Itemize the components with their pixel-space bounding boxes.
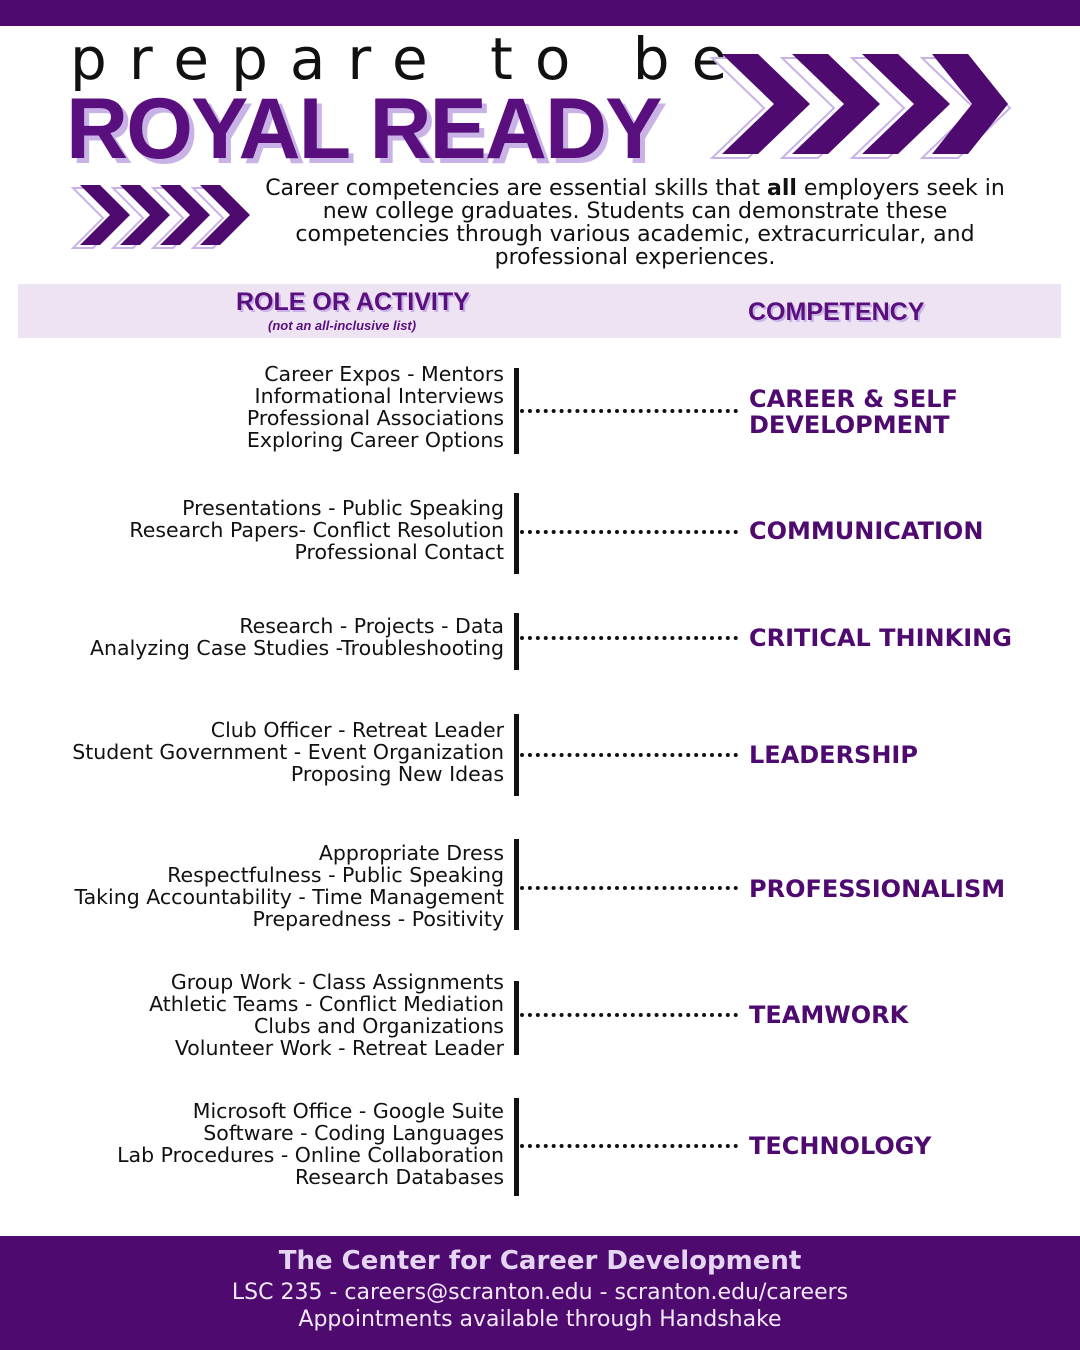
activity-line: Professional Associations bbox=[246, 406, 504, 430]
activity-line: Taking Accountability - Time Management bbox=[74, 885, 504, 909]
chevron-right-icon bbox=[70, 185, 130, 249]
dotted-connector bbox=[520, 886, 738, 890]
activity-list: Microsoft Office - Google Suite Software… bbox=[117, 1100, 504, 1188]
chevron-right-icon bbox=[150, 185, 210, 249]
dotted-connector bbox=[520, 636, 738, 640]
role-column-note: (not an all-inclusive list) bbox=[268, 318, 417, 333]
activity-line: Research Papers- Conflict Resolution bbox=[129, 518, 504, 542]
divider-bar bbox=[514, 1098, 519, 1196]
chevron-right-icon bbox=[849, 54, 950, 159]
divider-bar bbox=[514, 981, 519, 1055]
activity-list: Club Officer - Retreat Leader Student Go… bbox=[72, 719, 504, 785]
competency-line: CAREER & SELF bbox=[749, 385, 958, 413]
activity-line: Club Officer - Retreat Leader bbox=[210, 718, 504, 742]
chevron-right-icon bbox=[190, 185, 250, 249]
dotted-connector bbox=[520, 409, 738, 413]
dotted-connector bbox=[520, 530, 738, 534]
top-bar bbox=[0, 0, 1080, 26]
competency-label: CAREER & SELF DEVELOPMENT bbox=[749, 386, 958, 438]
activity-list: Appropriate Dress Respectfulness - Publi… bbox=[74, 842, 504, 930]
activity-line: Student Government - Event Organization bbox=[72, 740, 504, 764]
activity-line: Professional Contact bbox=[294, 540, 504, 564]
intro-text-start: Career competencies are essential skills… bbox=[265, 176, 767, 201]
activity-line: Lab Procedures - Online Collaboration bbox=[117, 1143, 504, 1167]
competency-line: PROFESSIONALISM bbox=[749, 875, 1006, 903]
activity-list: Group Work - Class Assignments Athletic … bbox=[149, 971, 504, 1059]
activity-line: Respectfulness - Public Speaking bbox=[167, 863, 504, 887]
competency-line: DEVELOPMENT bbox=[749, 411, 950, 439]
activity-line: Presentations - Public Speaking bbox=[182, 496, 504, 520]
activity-line: Proposing New Ideas bbox=[290, 762, 504, 786]
activity-line: Appropriate Dress bbox=[318, 841, 504, 865]
divider-bar bbox=[514, 839, 519, 930]
chevron-right-icon bbox=[110, 185, 170, 249]
pre-title: prepare to be bbox=[70, 25, 750, 93]
competency-label: CRITICAL THINKING bbox=[749, 625, 1012, 651]
divider-bar bbox=[514, 714, 519, 796]
activity-line: Informational Interviews bbox=[254, 384, 504, 408]
activity-line: Exploring Career Options bbox=[246, 428, 504, 452]
activity-line: Clubs and Organizations bbox=[253, 1014, 504, 1038]
intro-text-emphasis: all bbox=[767, 176, 797, 201]
activity-line: Microsoft Office - Google Suite bbox=[192, 1099, 504, 1123]
activity-line: Preparedness - Positivity bbox=[252, 907, 504, 931]
competency-label: TEAMWORK bbox=[749, 1002, 908, 1028]
competency-line: TEAMWORK bbox=[749, 1001, 909, 1029]
intro-paragraph: Career competencies are essential skills… bbox=[262, 177, 1008, 269]
chevron-group-large bbox=[709, 54, 1012, 159]
chevron-group-small bbox=[70, 185, 250, 249]
competency-line: CRITICAL THINKING bbox=[749, 624, 1012, 652]
competency-label: TECHNOLOGY bbox=[749, 1133, 931, 1159]
chevron-right-icon bbox=[779, 54, 880, 159]
activity-list: Research - Projects - Data Analyzing Cas… bbox=[90, 615, 504, 659]
competency-column-header: COMPETENCY bbox=[748, 298, 925, 326]
competency-label: COMMUNICATION bbox=[749, 518, 983, 544]
competency-line: COMMUNICATION bbox=[749, 517, 984, 545]
competency-label: PROFESSIONALISM bbox=[749, 876, 1005, 902]
dotted-connector bbox=[520, 1144, 738, 1148]
activity-list: Presentations - Public Speaking Research… bbox=[129, 497, 504, 563]
activity-line: Research - Projects - Data bbox=[239, 614, 504, 638]
activity-line: Volunteer Work - Retreat Leader bbox=[174, 1036, 504, 1060]
activity-line: Group Work - Class Assignments bbox=[170, 970, 504, 994]
divider-bar bbox=[514, 368, 519, 454]
footer-title: The Center for Career Development bbox=[278, 1246, 802, 1276]
main-title: ROYAL READY bbox=[66, 81, 662, 177]
activity-list: Career Expos - Mentors Informational Int… bbox=[247, 363, 504, 451]
dotted-connector bbox=[520, 753, 738, 757]
footer-appointments: Appointments available through Handshake bbox=[298, 1307, 782, 1332]
role-column-header: ROLE OR ACTIVITY bbox=[236, 288, 470, 316]
chevron-right-icon bbox=[919, 54, 1012, 159]
activity-line: Athletic Teams - Conflict Mediation bbox=[149, 992, 504, 1016]
activity-line: Analyzing Case Studies -Troubleshooting bbox=[90, 636, 504, 660]
footer-contact: LSC 235 - careers@scranton.edu - scranto… bbox=[231, 1280, 849, 1305]
intro-text-end: employers seek in new college graduates.… bbox=[295, 176, 1005, 270]
chevron-right-icon bbox=[709, 54, 810, 159]
divider-bar bbox=[514, 613, 519, 670]
competency-line: TECHNOLOGY bbox=[749, 1132, 932, 1160]
activity-line: Research Databases bbox=[294, 1165, 504, 1189]
activity-line: Software - Coding Languages bbox=[203, 1121, 504, 1145]
footer: The Center for Career Development LSC 23… bbox=[0, 1236, 1080, 1350]
divider-bar bbox=[514, 493, 519, 574]
dotted-connector bbox=[520, 1013, 738, 1017]
competency-label: LEADERSHIP bbox=[749, 742, 918, 768]
competency-line: LEADERSHIP bbox=[749, 741, 918, 769]
table-header-band bbox=[18, 284, 1061, 338]
activity-line: Career Expos - Mentors bbox=[264, 362, 504, 386]
